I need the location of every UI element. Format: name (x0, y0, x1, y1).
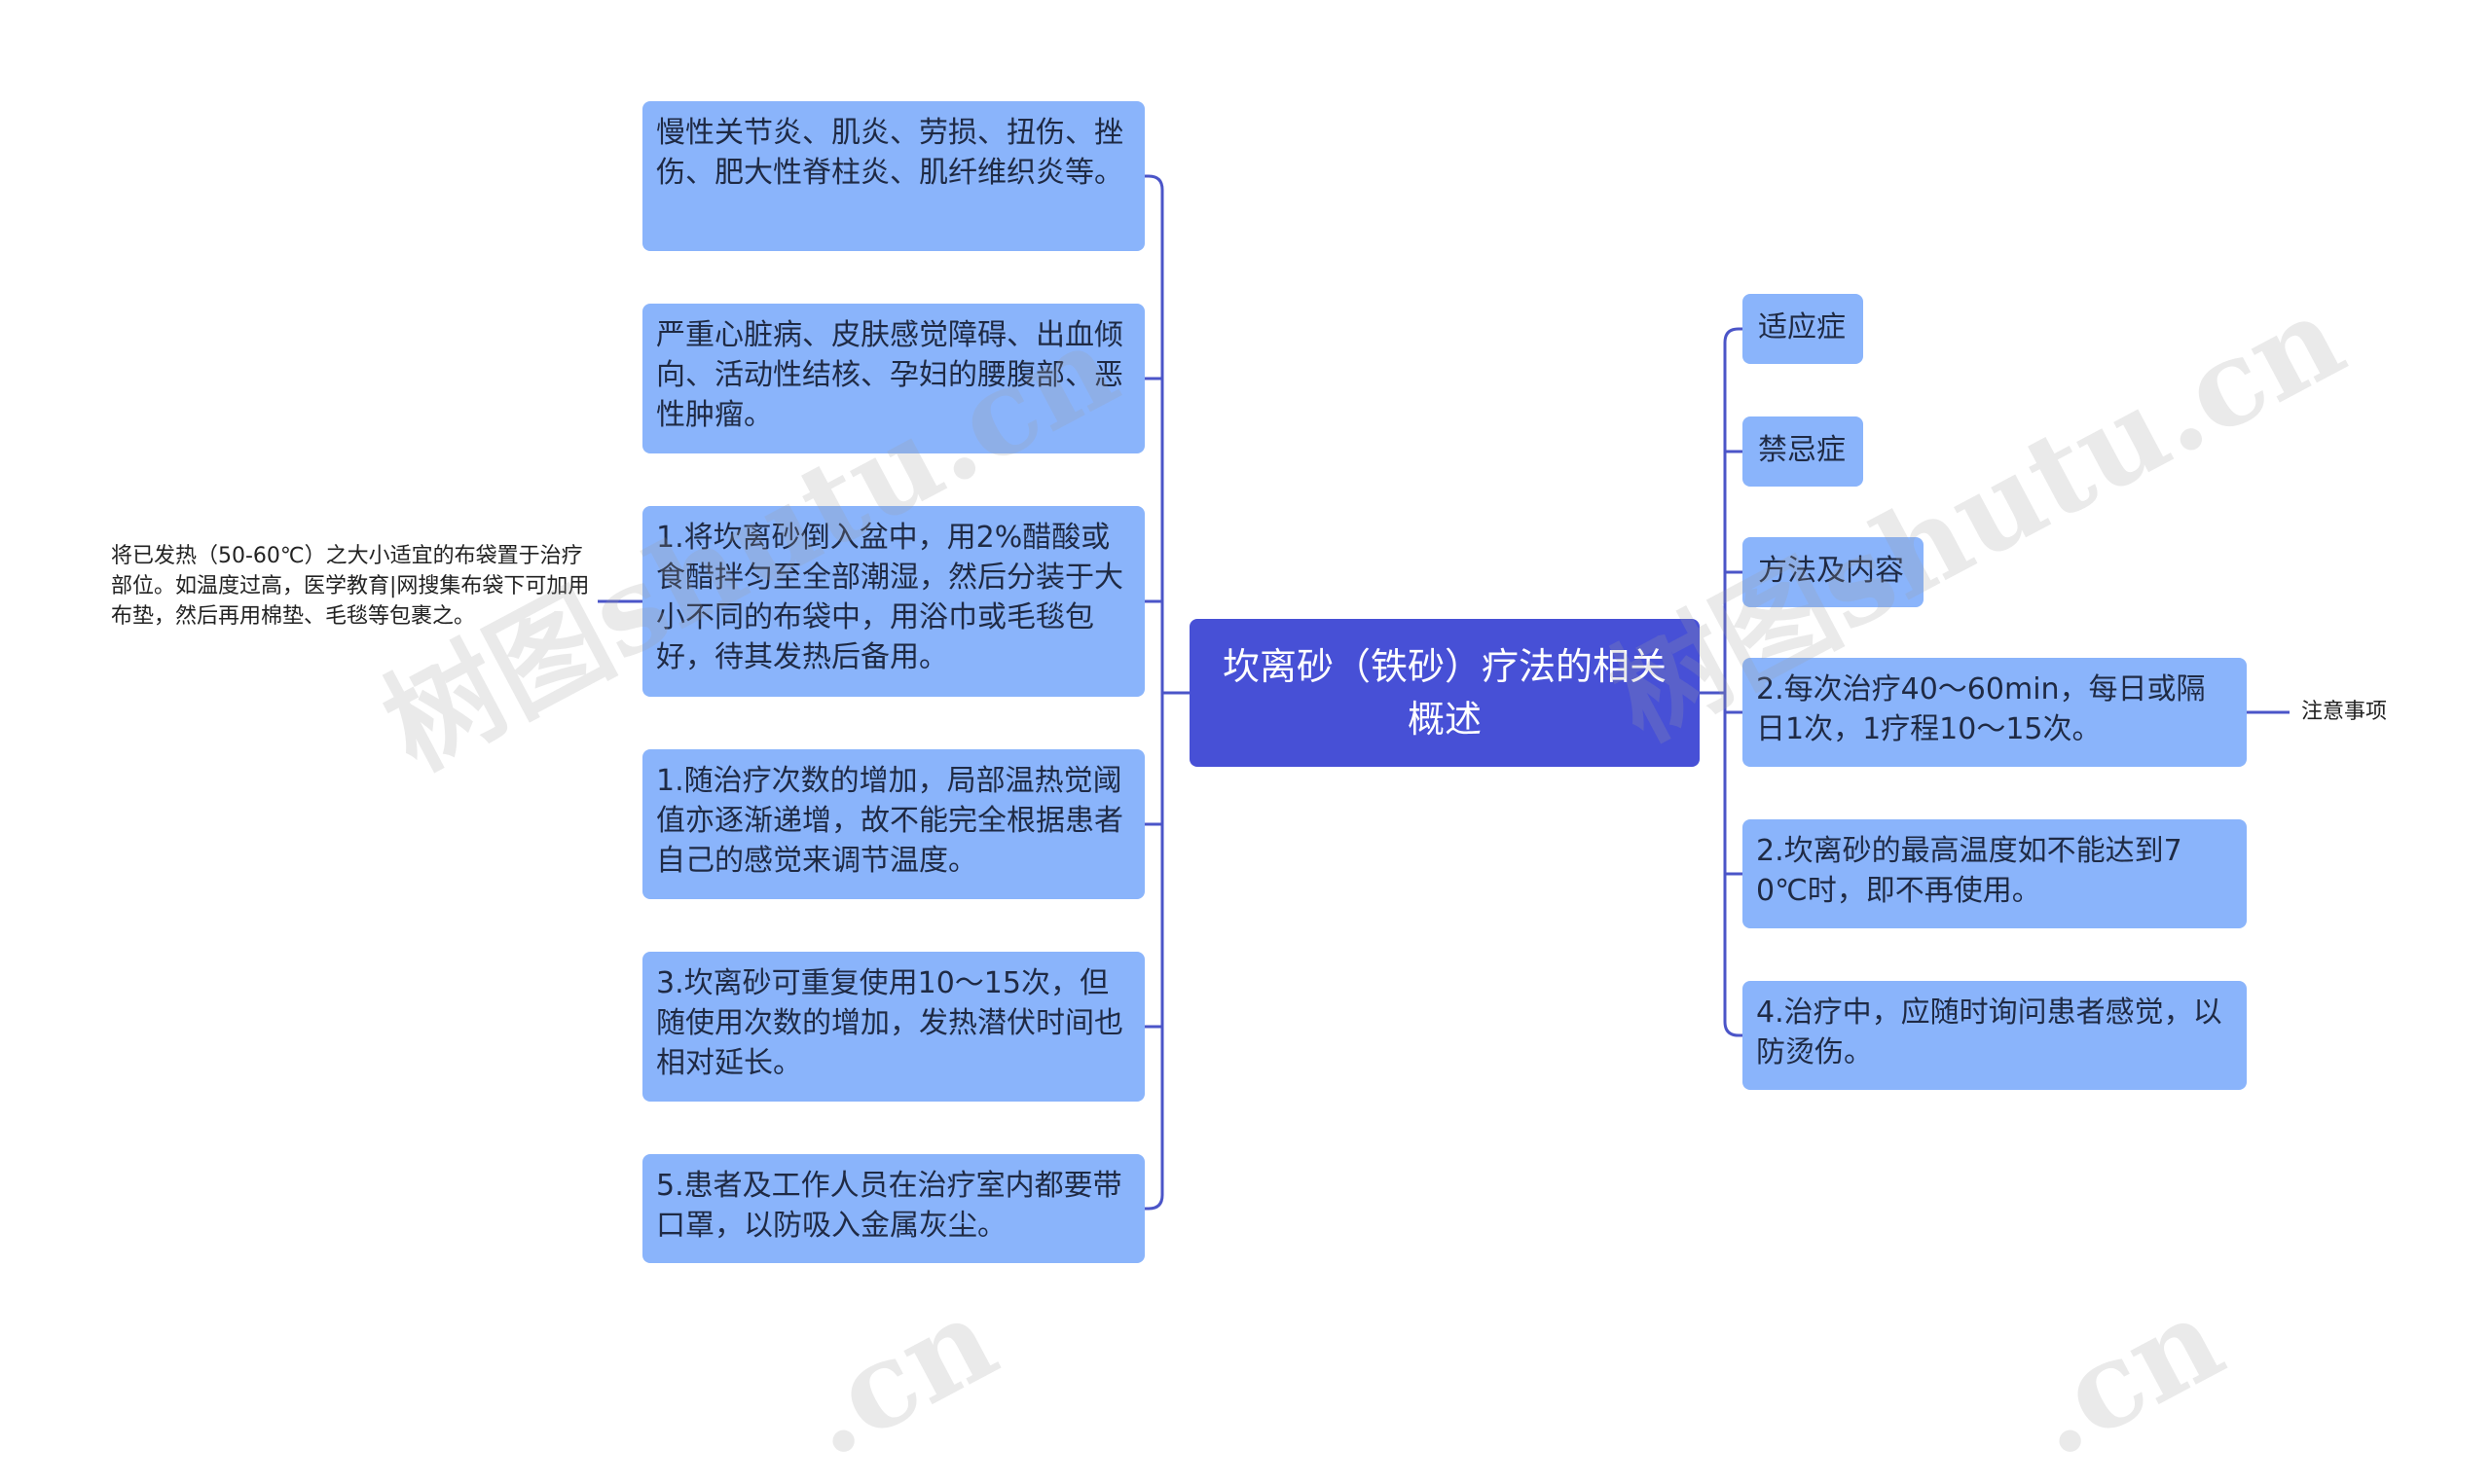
right-node-note-2-temperature[interactable]: 2.坎离砂的最高温度如不能达到70℃时，即不再使用。 (1742, 819, 2247, 928)
right-node-contraindications[interactable]: 禁忌症 (1742, 416, 1863, 487)
left-branch-line (1145, 1194, 1164, 1211)
right-child-precautions[interactable]: 注意事项 (2301, 700, 2388, 724)
right-node-method[interactable]: 方法及内容 (1742, 537, 1924, 607)
left-node-note-3[interactable]: 3.坎离砂可重复使用10～15次，但随使用次数的增加，发热潜伏时间也相对延长。 (642, 952, 1145, 1102)
left-branch-line (1145, 174, 1164, 191)
right-branch-line (1723, 327, 1742, 344)
right-node-note-2-frequency[interactable]: 2.每次治疗40～60min，每日或隔日1次，1疗程10～15次。 (1742, 658, 2247, 767)
root-node[interactable]: 坎离砂（铁砂）疗法的相关概述 (1190, 619, 1700, 767)
left-node-contraindications-detail[interactable]: 严重心脏病、皮肤感觉障碍、出血倾向、活动性结核、孕妇的腰腹部、恶性肿瘤。 (642, 304, 1145, 453)
right-node-note-4[interactable]: 4.治疗中，应随时询问患者感觉，以防烫伤。 (1742, 981, 2247, 1090)
left-node-indications-detail[interactable]: 慢性关节炎、肌炎、劳损、扭伤、挫伤、肥大性脊柱炎、肌纤维织炎等。 (642, 101, 1145, 251)
mind-map-canvas: 坎离砂（铁砂）疗法的相关概述 慢性关节炎、肌炎、劳损、扭伤、挫伤、肥大性脊柱炎、… (111, 101, 2388, 1483)
left-node-note-1[interactable]: 1.随治疗次数的增加，局部温热觉阈值亦逐渐递增，故不能完全根据患者自己的感觉来调… (642, 749, 1145, 899)
connector-lines (598, 174, 2290, 1211)
right-node-indications[interactable]: 适应症 (1742, 294, 1863, 364)
left-child-method-step[interactable]: 将已发热（50-60℃）之大小适宜的布袋置于治疗部位。如温度过高，医学教育|网搜… (111, 544, 590, 629)
left-node-note-5[interactable]: 5.患者及工作人员在治疗室内都要带口罩，以防吸入金属灰尘。 (642, 1154, 1145, 1263)
left-node-method-step-1[interactable]: 1.将坎离砂倒入盆中，用2%醋酸或食醋拌匀至全部潮湿，然后分装于大小不同的布袋中… (642, 506, 1145, 697)
right-branch-line (1723, 1021, 1742, 1037)
